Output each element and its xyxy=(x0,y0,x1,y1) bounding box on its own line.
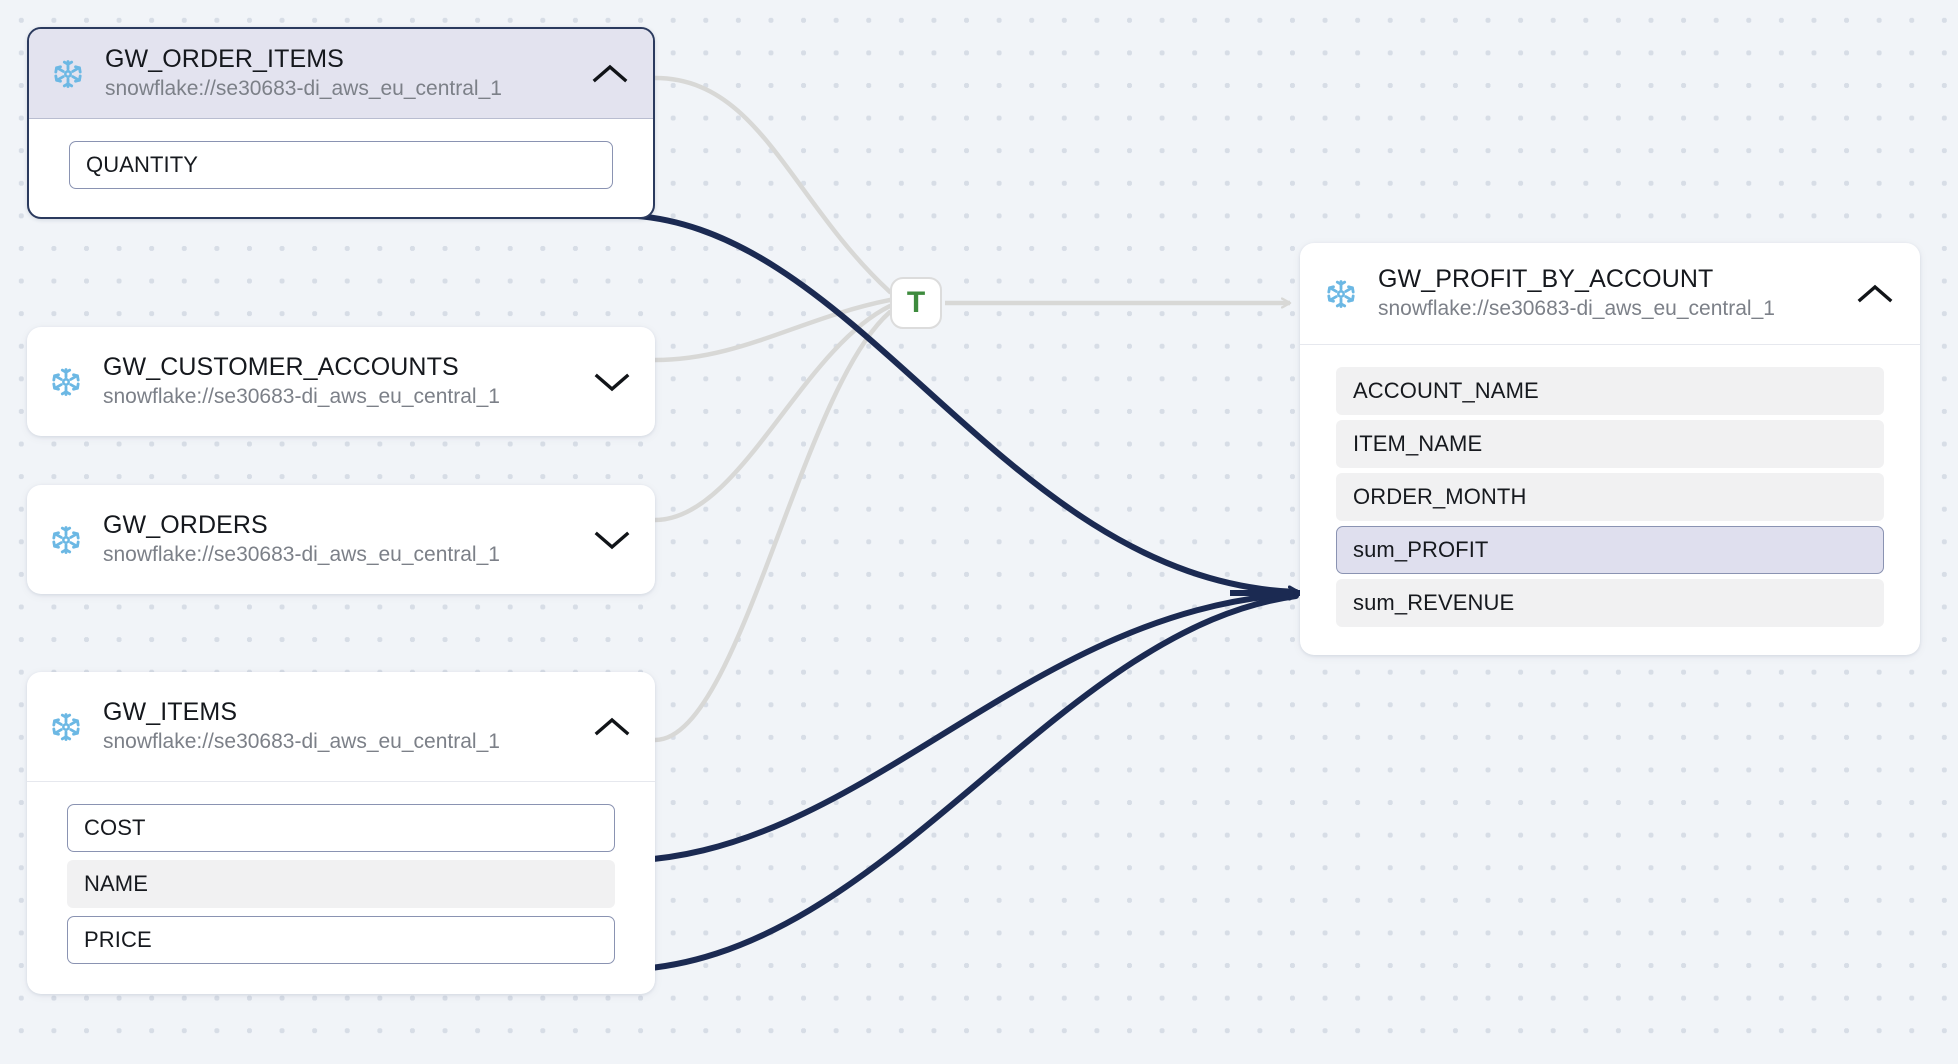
chevron-down-icon[interactable] xyxy=(589,367,635,397)
node-titles: GW_CUSTOMER_ACCOUNTS snowflake://se30683… xyxy=(103,353,575,410)
node-header-gw-orders[interactable]: GW_ORDERS snowflake://se30683-di_aws_eu_… xyxy=(27,485,655,594)
field-row[interactable]: QUANTITY xyxy=(69,141,613,189)
node-header-gw-customer-accounts[interactable]: GW_CUSTOMER_ACCOUNTS snowflake://se30683… xyxy=(27,327,655,436)
node-title: GW_CUSTOMER_ACCOUNTS xyxy=(103,353,459,381)
field-list: ACCOUNT_NAME ITEM_NAME ORDER_MONTH sum_P… xyxy=(1300,367,1920,627)
field-label: ITEM_NAME xyxy=(1353,431,1483,456)
node-gw-order-items[interactable]: GW_ORDER_ITEMS snowflake://se30683-di_aw… xyxy=(27,27,655,219)
node-title: GW_ORDERS xyxy=(103,511,268,539)
field-label: NAME xyxy=(84,871,148,896)
snowflake-icon xyxy=(1327,279,1355,308)
field-label: sum_PROFIT xyxy=(1353,537,1489,562)
node-uri: snowflake://se30683-di_aws_eu_central_1 xyxy=(103,384,500,408)
node-body-gw-items: COST NAME PRICE xyxy=(27,782,655,994)
transform-node[interactable]: T xyxy=(890,277,942,329)
node-title: GW_ORDER_ITEMS xyxy=(105,45,344,73)
node-titles: GW_ITEMS snowflake://se30683-di_aws_eu_c… xyxy=(103,698,575,755)
node-header-gw-profit-by-account[interactable]: GW_PROFIT_BY_ACCOUNT snowflake://se30683… xyxy=(1300,243,1920,345)
field-row[interactable]: COST xyxy=(67,804,615,852)
node-title: GW_ITEMS xyxy=(103,698,238,726)
field-row-selected[interactable]: sum_PROFIT xyxy=(1336,526,1884,574)
node-gw-customer-accounts[interactable]: GW_CUSTOMER_ACCOUNTS snowflake://se30683… xyxy=(27,327,655,436)
field-label: QUANTITY xyxy=(86,152,199,177)
snowflake-icon xyxy=(52,712,80,741)
node-uri: snowflake://se30683-di_aws_eu_central_1 xyxy=(103,542,500,566)
node-titles: GW_PROFIT_BY_ACCOUNT snowflake://se30683… xyxy=(1378,265,1838,322)
chevron-up-icon[interactable] xyxy=(589,712,635,742)
field-label: ACCOUNT_NAME xyxy=(1353,378,1539,403)
node-gw-orders[interactable]: GW_ORDERS snowflake://se30683-di_aws_eu_… xyxy=(27,485,655,594)
node-titles: GW_ORDERS snowflake://se30683-di_aws_eu_… xyxy=(103,511,575,568)
node-gw-profit-by-account[interactable]: GW_PROFIT_BY_ACCOUNT snowflake://se30683… xyxy=(1300,243,1920,655)
node-uri: snowflake://se30683-di_aws_eu_central_1 xyxy=(1378,296,1775,320)
field-label: PRICE xyxy=(84,927,152,952)
node-title: GW_PROFIT_BY_ACCOUNT xyxy=(1378,265,1714,293)
chevron-down-icon[interactable] xyxy=(589,525,635,555)
node-uri: snowflake://se30683-di_aws_eu_central_1 xyxy=(103,729,500,753)
snowflake-icon xyxy=(52,367,80,396)
field-row[interactable]: PRICE xyxy=(67,916,615,964)
transform-node-label: T xyxy=(906,286,926,319)
field-label: sum_REVENUE xyxy=(1353,590,1515,615)
chevron-up-icon[interactable] xyxy=(1852,279,1898,309)
node-body-gw-order-items: QUANTITY xyxy=(29,119,653,217)
field-label: ORDER_MONTH xyxy=(1353,484,1527,509)
field-row[interactable]: ORDER_MONTH xyxy=(1336,473,1884,521)
snowflake-icon xyxy=(52,525,80,554)
node-titles: GW_ORDER_ITEMS snowflake://se30683-di_aw… xyxy=(105,45,573,102)
field-list: QUANTITY xyxy=(29,141,653,189)
field-row[interactable]: ITEM_NAME xyxy=(1336,420,1884,468)
field-row[interactable]: sum_REVENUE xyxy=(1336,579,1884,627)
snowflake-icon xyxy=(54,59,82,88)
field-row[interactable]: NAME xyxy=(67,860,615,908)
field-row[interactable]: ACCOUNT_NAME xyxy=(1336,367,1884,415)
node-header-gw-items[interactable]: GW_ITEMS snowflake://se30683-di_aws_eu_c… xyxy=(27,672,655,782)
node-gw-items[interactable]: GW_ITEMS snowflake://se30683-di_aws_eu_c… xyxy=(27,672,655,994)
node-uri: snowflake://se30683-di_aws_eu_central_1 xyxy=(105,76,502,100)
field-label: COST xyxy=(84,815,146,840)
field-list: COST NAME PRICE xyxy=(27,804,655,964)
node-header-gw-order-items[interactable]: GW_ORDER_ITEMS snowflake://se30683-di_aw… xyxy=(29,29,653,119)
canvas-bottom-strip xyxy=(0,1042,1958,1064)
node-body-gw-profit-by-account: ACCOUNT_NAME ITEM_NAME ORDER_MONTH sum_P… xyxy=(1300,345,1920,655)
chevron-up-icon[interactable] xyxy=(587,59,633,89)
